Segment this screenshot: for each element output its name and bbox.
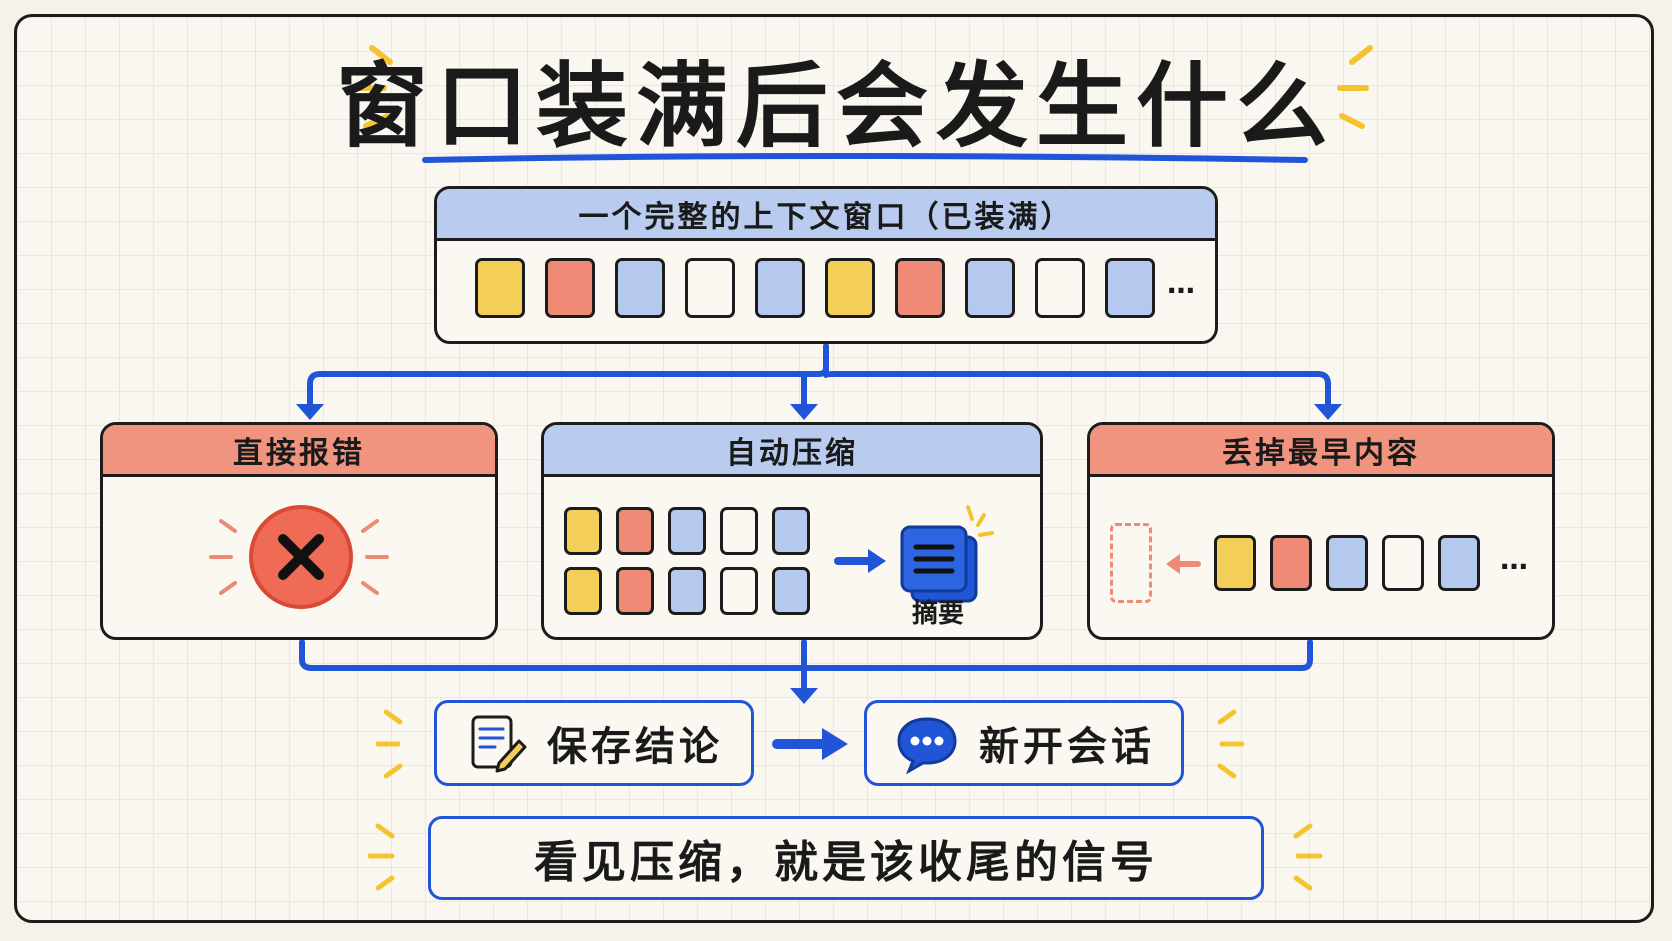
remaining-tile — [1326, 535, 1368, 591]
branch-drop-earliest: 丢掉最早内容 … — [1087, 422, 1555, 640]
compress-tile — [772, 507, 810, 555]
context-tile — [825, 258, 875, 318]
full-context-window: 一个完整的上下文窗口（已装满） … — [434, 186, 1218, 344]
new-session-pill: 新开会话 — [864, 700, 1184, 786]
action-sparkle-left-icon — [375, 709, 403, 779]
compress-tile — [720, 567, 758, 615]
context-tile — [1035, 258, 1085, 318]
left-arrow-icon — [1166, 554, 1201, 574]
branch-error-header: 直接报错 — [103, 425, 495, 477]
remaining-tile — [1214, 535, 1256, 591]
context-tile — [1105, 258, 1155, 318]
conclusion-text: 看见压缩，就是该收尾的信号 — [534, 837, 1158, 888]
remaining-tile — [1438, 535, 1480, 591]
compress-tile — [564, 507, 602, 555]
branch-compress: 自动压缩 摘要 — [541, 422, 1043, 640]
compress-tile — [720, 507, 758, 555]
compress-tile — [616, 507, 654, 555]
merge-arrows — [299, 639, 1313, 693]
conclusion-sparkle-right-icon — [1293, 823, 1323, 891]
save-conclusion-pill: 保存结论 — [434, 700, 754, 786]
error-x-icon — [209, 505, 389, 609]
action-sparkle-right-icon — [1217, 709, 1245, 779]
note-pencil-icon — [471, 715, 527, 773]
ellipsis: … — [1167, 267, 1195, 300]
context-tile — [895, 258, 945, 318]
branch-error: 直接报错 — [100, 422, 498, 640]
compress-tile — [668, 567, 706, 615]
conclusion-box: 看见压缩，就是该收尾的信号 — [428, 816, 1264, 900]
remaining-tile — [1270, 535, 1312, 591]
context-tile — [965, 258, 1015, 318]
ellipsis: … — [1500, 543, 1528, 576]
compress-tile — [564, 567, 602, 615]
conclusion-sparkle-left-icon — [367, 823, 395, 891]
context-tile — [685, 258, 735, 318]
title-sparkle-right-icon — [1337, 45, 1373, 129]
page-title: 窗口装满后会发生什么 — [335, 53, 1336, 160]
summary-label: 摘要 — [912, 599, 965, 629]
split-arrows — [307, 343, 1331, 411]
dropped-slot — [1110, 523, 1152, 603]
compress-tile — [616, 567, 654, 615]
save-conclusion-label: 保存结论 — [547, 724, 723, 770]
compress-tile — [772, 567, 810, 615]
remaining-tile — [1382, 535, 1424, 591]
action-arrow-icon — [772, 728, 848, 760]
compress-tile — [668, 507, 706, 555]
context-tile — [545, 258, 595, 318]
title-sparkle-left-icon — [355, 45, 393, 129]
chat-bubble-icon — [897, 717, 957, 775]
branch-drop-earliest-header: 丢掉最早内容 — [1090, 425, 1552, 477]
branch-compress-header: 自动压缩 — [544, 425, 1040, 477]
new-session-label: 新开会话 — [979, 724, 1155, 770]
context-tile — [755, 258, 805, 318]
title-underline — [422, 153, 1308, 163]
context-tile — [615, 258, 665, 318]
summary-doc-icon — [834, 505, 994, 603]
full-context-window-header: 一个完整的上下文窗口（已装满） — [437, 189, 1215, 241]
context-tile — [475, 258, 525, 318]
